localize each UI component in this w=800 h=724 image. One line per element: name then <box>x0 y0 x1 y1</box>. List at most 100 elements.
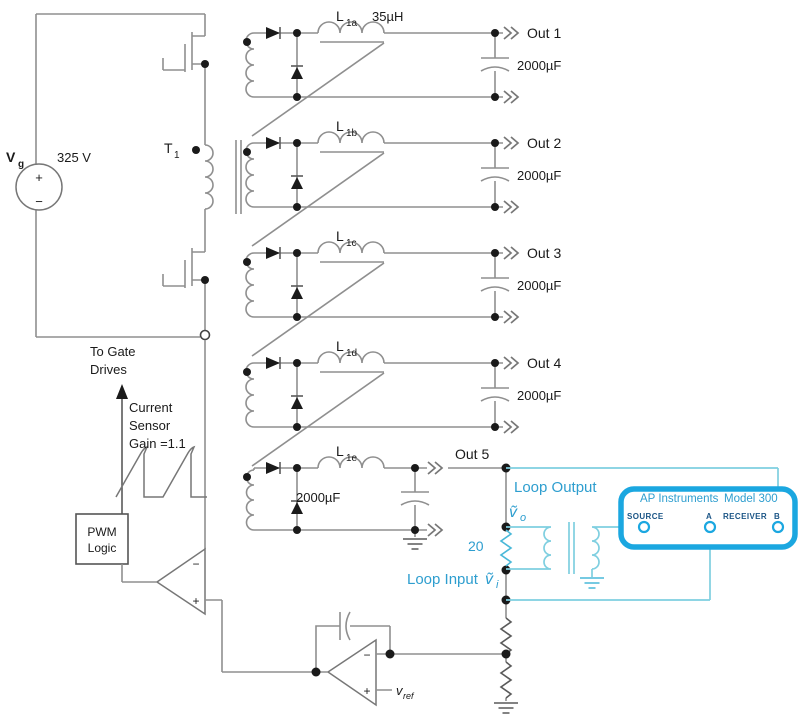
cap1-value: 2000µF <box>517 58 561 73</box>
gate-drive-arrow <box>116 384 128 514</box>
analyzer-model: Model 300 <box>724 493 778 505</box>
receiver-label: RECEIVER <box>723 512 767 521</box>
voltage-source: + − <box>15 163 63 211</box>
source-plus-sign: + <box>35 170 43 185</box>
out1-label: Out 1 <box>527 25 561 41</box>
l1e-label: L <box>336 443 344 459</box>
cap3-value: 2000µF <box>517 278 561 293</box>
mosfet-upper <box>162 32 209 145</box>
loop-input-v-sub: i <box>496 579 499 591</box>
pwm-line1: PWM <box>87 525 116 539</box>
out1-return-arrow-icon <box>503 90 519 104</box>
injection-transformer <box>506 522 639 589</box>
source-terminal-label: SOURCE <box>627 512 664 521</box>
t1-sub: 1 <box>174 150 180 161</box>
a-terminal-label: A <box>706 512 712 521</box>
output-stage-2 <box>243 131 519 247</box>
error-amplifier <box>222 611 506 707</box>
divider-resistor-upper <box>500 617 512 655</box>
out1-arrow-icon <box>503 26 519 40</box>
out5-return-arrow-icon <box>427 523 443 537</box>
l1d-sub: 1d <box>346 348 357 359</box>
output-stage-3 <box>243 241 519 357</box>
output-stage-5 <box>243 456 506 550</box>
l1a-value: 35µH <box>372 9 403 24</box>
output-stage-4 <box>243 351 519 467</box>
l1c-sub: 1c <box>346 238 357 249</box>
l1e-sub: 1e <box>346 453 358 464</box>
series-diode <box>266 247 281 259</box>
series-diode <box>266 137 281 149</box>
out5-ground-icon <box>402 538 428 550</box>
sensor-line2: Sensor <box>129 418 171 433</box>
loop-output-v-sub: o <box>520 512 526 524</box>
output-stage-1 <box>243 21 519 137</box>
pwm-comparator <box>121 547 223 672</box>
source-voltage: 325 V <box>57 150 91 165</box>
out2-arrow-icon <box>503 136 519 150</box>
out4-return-arrow-icon <box>503 420 519 434</box>
l1c-label: L <box>336 228 344 244</box>
freewheel-diode <box>291 175 303 189</box>
receiver-a-terminal <box>703 520 717 534</box>
cap5-value: 2000µF <box>296 490 340 505</box>
pwm-logic-box <box>75 513 129 565</box>
out4-label: Out 4 <box>527 355 561 371</box>
out3-arrow-icon <box>503 246 519 260</box>
analyzer-brand: AP Instruments <box>640 493 719 505</box>
gate-drives-line2: Drives <box>90 362 127 377</box>
loop-output-v: ṽ <box>509 504 518 521</box>
out5-label: Out 5 <box>455 446 489 462</box>
divider-ground-icon <box>493 702 519 714</box>
series-diode <box>266 357 281 369</box>
sensor-line3: Gain =1.1 <box>129 436 186 451</box>
out4-arrow-icon <box>503 356 519 370</box>
freewheel-diode <box>291 500 303 514</box>
out3-label: Out 3 <box>527 245 561 261</box>
l1b-sub: 1b <box>346 128 358 139</box>
l1a-label: L <box>336 8 344 24</box>
l1a-sub: 1a <box>346 18 358 29</box>
series-diode <box>266 27 281 39</box>
out2-return-arrow-icon <box>503 200 519 214</box>
divider-resistor-lower <box>500 661 512 699</box>
mosfet-lower <box>162 209 209 330</box>
l1b-label: L <box>336 118 344 134</box>
series-diode <box>266 462 281 474</box>
erramp-minus: − <box>363 648 370 662</box>
injection-ground-icon <box>579 577 605 589</box>
input-loop-wires <box>35 13 206 338</box>
pwm-line2: Logic <box>88 541 117 555</box>
out3-return-arrow-icon <box>503 310 519 324</box>
freewheel-diode <box>291 285 303 299</box>
source-minus-sign: − <box>35 194 43 209</box>
t1-label: T <box>164 140 173 156</box>
vref-sub: ref <box>403 691 415 701</box>
gate-drives-line1: To Gate <box>90 344 136 359</box>
current-sense-node <box>199 329 211 549</box>
comparator-minus: − <box>192 557 199 571</box>
l1d-label: L <box>336 338 344 354</box>
vg-sub: g <box>18 159 24 170</box>
vref-label: v <box>396 683 404 698</box>
b-terminal-label: B <box>774 512 780 521</box>
loop-input-v: ṽ <box>485 571 494 588</box>
transformer-t1 <box>192 140 242 214</box>
loop-input-label: Loop Input <box>407 571 479 588</box>
freewheel-diode <box>291 65 303 79</box>
current-sense-waveform <box>115 445 207 498</box>
erramp-plus: + <box>363 684 370 698</box>
loop-output-label: Loop Output <box>514 479 597 496</box>
injection-resistor-value: 20 <box>468 538 484 554</box>
feedback-divider <box>493 463 519 714</box>
freewheel-diode <box>291 395 303 409</box>
network-analyzer-box <box>618 486 798 550</box>
cap2-value: 2000µF <box>517 168 561 183</box>
sensor-line1: Current <box>129 400 173 415</box>
out5-arrow-icon <box>427 461 443 475</box>
comparator-plus: + <box>192 594 199 608</box>
cap4-value: 2000µF <box>517 388 561 403</box>
out2-label: Out 2 <box>527 135 561 151</box>
